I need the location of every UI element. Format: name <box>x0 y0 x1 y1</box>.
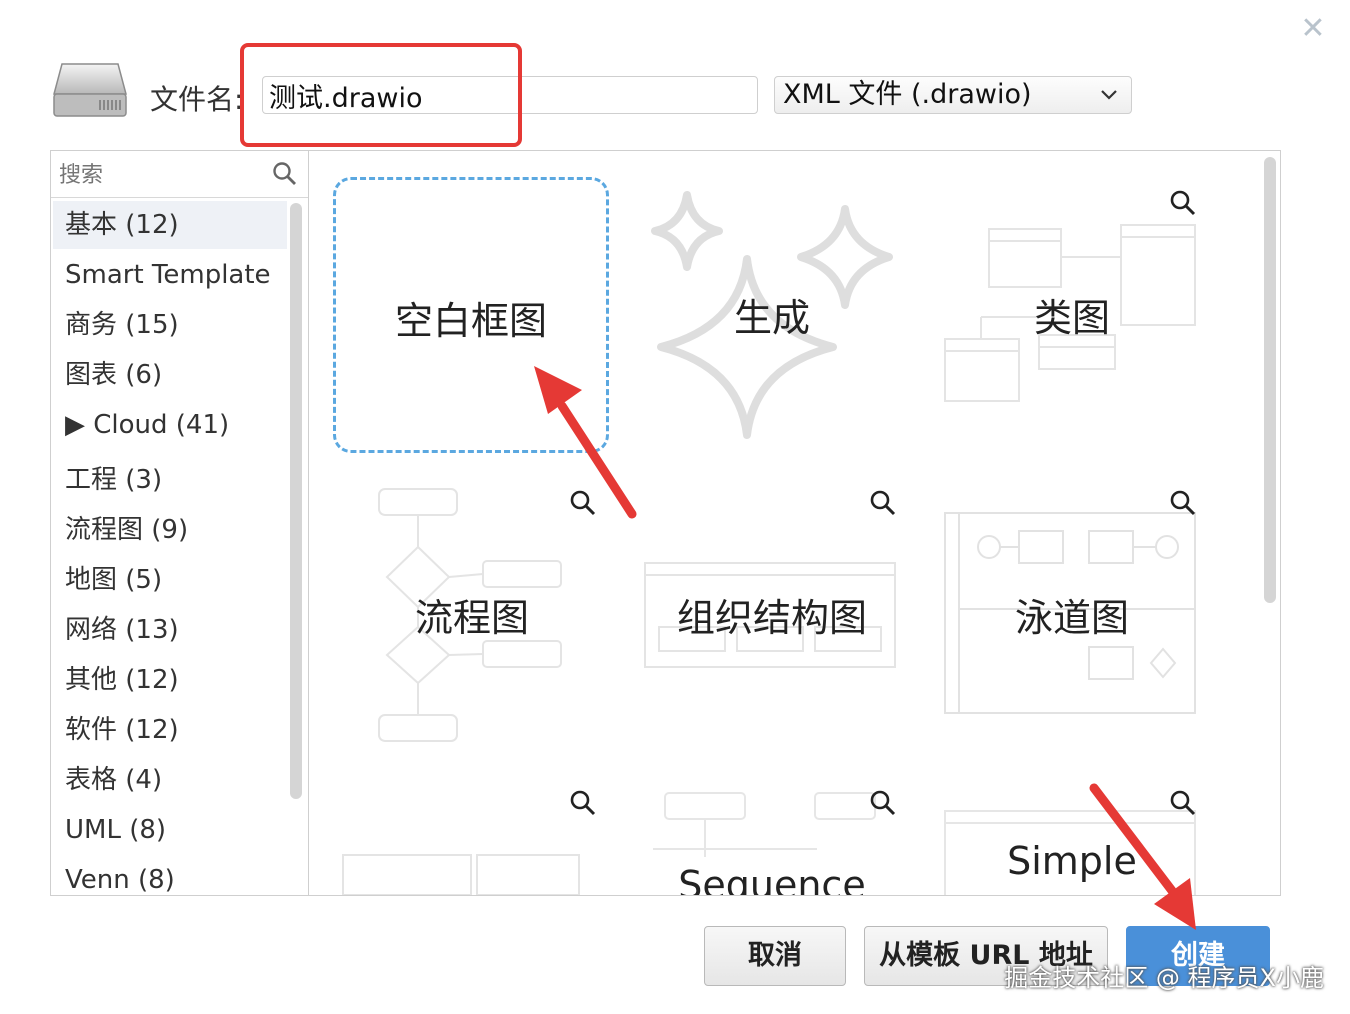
drive-icon <box>53 63 127 117</box>
template-swimlane[interactable]: 泳道图 <box>937 477 1207 747</box>
template-grid-scrollbar[interactable] <box>1264 157 1276 603</box>
search-input[interactable] <box>57 157 271 193</box>
zoom-icon[interactable] <box>569 789 597 817</box>
category-item-venn[interactable]: Venn (8) <box>65 865 175 895</box>
template-grid: 空白框图 生成 类图 <box>309 150 1281 896</box>
cancel-button[interactable]: 取消 <box>704 926 846 986</box>
category-item-network[interactable]: 网络 (13) <box>65 615 179 645</box>
swimlane-thumbnail <box>944 512 1196 714</box>
category-sidebar: 基本 (12) Smart Template 商务 (15) 图表 (6) ▶ … <box>50 150 309 896</box>
zoom-icon[interactable] <box>1169 789 1197 817</box>
zoom-icon[interactable] <box>1169 189 1197 217</box>
template-blank-diagram[interactable]: 空白框图 <box>333 177 609 453</box>
watermark: 掘金技术社区 @ 程序员X小鹿 <box>1004 964 1324 992</box>
template-generate[interactable]: 生成 <box>637 177 907 447</box>
category-item-uml[interactable]: UML (8) <box>65 815 167 845</box>
template-label: 组织结构图 <box>676 596 867 640</box>
category-item-other[interactable]: 其他 (12) <box>65 665 179 695</box>
template-label: 空白框图 <box>394 299 547 343</box>
template-label: 生成 <box>733 296 810 340</box>
diagram-thumbnail <box>342 854 580 895</box>
sidebar-scrollbar[interactable] <box>290 203 302 799</box>
template-label: Simple <box>1007 839 1137 883</box>
category-item-maps[interactable]: 地图 (5) <box>65 565 163 595</box>
format-select-value: XML 文件 (.drawio) <box>783 79 1032 110</box>
from-template-url-button[interactable]: 从模板 URL 地址 <box>864 926 1108 986</box>
filename-label: 文件名: <box>150 83 244 116</box>
template-org-chart[interactable]: 组织结构图 <box>637 477 907 747</box>
filename-input[interactable] <box>262 76 758 114</box>
flowchart-thumbnail <box>378 488 562 742</box>
template-label: Sequence <box>678 863 866 896</box>
category-search <box>51 151 308 198</box>
category-item-tables[interactable]: 表格 (4) <box>65 765 163 795</box>
category-item-basic[interactable]: 基本 (12) <box>53 201 287 249</box>
category-item-software[interactable]: 软件 (12) <box>65 715 179 745</box>
template-sequence[interactable]: Sequence <box>637 777 907 896</box>
class-diagram-thumbnail <box>944 224 1196 402</box>
template-flowchart[interactable]: 流程图 <box>337 477 607 747</box>
template-label: 流程图 <box>414 596 529 640</box>
zoom-icon[interactable] <box>869 489 897 517</box>
org-chart-thumbnail <box>644 562 896 668</box>
template-label: 泳道图 <box>1014 596 1129 640</box>
format-select[interactable]: XML 文件 (.drawio) <box>774 76 1132 114</box>
category-item-business[interactable]: 商务 (15) <box>65 310 179 340</box>
zoom-icon[interactable] <box>1169 489 1197 517</box>
category-item-cloud[interactable]: ▶ Cloud (41) <box>65 410 230 440</box>
zoom-icon[interactable] <box>869 789 897 817</box>
category-item-charts[interactable]: 图表 (6) <box>65 360 163 390</box>
template-label: 类图 <box>1033 296 1110 340</box>
template-simple[interactable]: Simple <box>937 777 1207 895</box>
template-class-diagram[interactable]: 类图 <box>937 177 1207 447</box>
category-item-engineering[interactable]: 工程 (3) <box>65 465 163 495</box>
zoom-icon[interactable] <box>569 489 597 517</box>
template-partial-diagram[interactable] <box>337 777 607 895</box>
category-item-flowchart[interactable]: 流程图 (9) <box>65 515 189 545</box>
search-icon[interactable] <box>272 161 298 187</box>
create-button[interactable]: 创建 <box>1126 926 1270 986</box>
chevron-down-icon <box>1101 90 1117 100</box>
close-icon[interactable]: ✕ <box>1300 12 1326 45</box>
sparkle-icon <box>651 191 893 439</box>
category-item-smart-template[interactable]: Smart Template <box>65 260 271 290</box>
